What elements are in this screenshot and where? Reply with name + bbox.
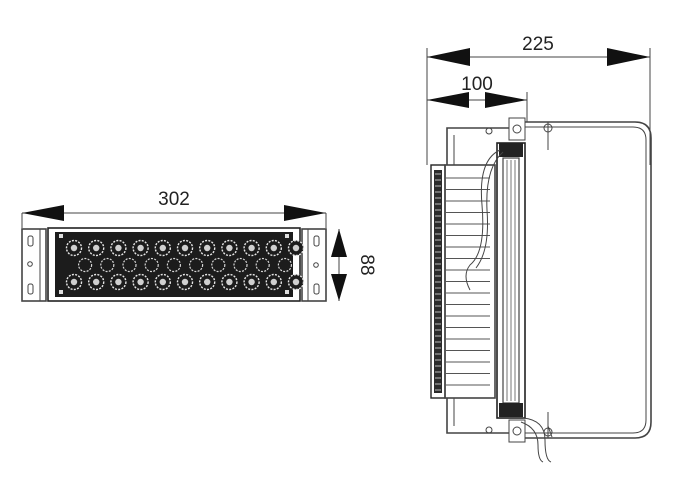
- led-chip: [248, 278, 255, 286]
- led-lens: [77, 257, 93, 273]
- front-width-label: 302: [158, 189, 190, 210]
- power-cable: [522, 417, 552, 463]
- led-lens: [233, 257, 248, 273]
- led-chip: [115, 278, 122, 286]
- led-chip: [159, 244, 166, 252]
- led-chip: [70, 278, 78, 286]
- led-lens: [144, 257, 159, 273]
- led-lens: [211, 257, 226, 273]
- internal-wire: [465, 149, 501, 291]
- right-mounting-bracket: [301, 228, 327, 302]
- front-view: 302 88: [21, 189, 377, 302]
- arrowhead-up: [331, 229, 347, 257]
- led-array: [59, 234, 305, 294]
- front-height-dimension: 88: [331, 229, 377, 301]
- arrowhead-left: [427, 48, 470, 66]
- arrowhead-right: [485, 92, 527, 108]
- led-chip: [93, 278, 100, 286]
- arrowhead-right: [607, 48, 650, 66]
- led-chip: [181, 244, 189, 252]
- led-chip: [159, 278, 166, 286]
- led-chip: [137, 278, 144, 286]
- led-lens: [100, 257, 115, 273]
- led-chip: [270, 244, 277, 252]
- arrowhead-right: [284, 205, 326, 221]
- led-chip: [93, 244, 100, 252]
- panel-screw: [285, 290, 289, 294]
- panel-screw: [59, 234, 63, 238]
- side-total-depth-label: 225: [522, 34, 554, 55]
- bracket-bolts: [485, 117, 553, 443]
- led-chip: [115, 244, 122, 252]
- led-chip: [204, 278, 211, 286]
- led-chip: [270, 278, 277, 286]
- led-chip: [226, 278, 233, 286]
- led-chip: [248, 244, 255, 252]
- led-chip: [226, 244, 233, 252]
- led-lens: [122, 257, 137, 273]
- panel-screw: [59, 290, 63, 294]
- heat-sink-fins: [445, 177, 490, 386]
- panel-screw: [285, 234, 289, 238]
- led-chip: [292, 244, 300, 252]
- front-width-dimension: 302: [21, 189, 327, 228]
- side-view: 225 100: [426, 34, 652, 463]
- side-total-depth-dimension: 225: [426, 34, 651, 165]
- led-lens: [166, 257, 181, 273]
- led-lens: [189, 257, 204, 273]
- arrowhead-left: [22, 205, 64, 221]
- led-chip: [181, 278, 189, 286]
- led-chip: [70, 244, 78, 252]
- front-height-label: 88: [356, 254, 377, 275]
- led-lens: [255, 257, 270, 273]
- side-body-depth-label: 100: [461, 74, 493, 95]
- led-chip: [137, 244, 144, 252]
- side-body-depth-dimension: 100: [427, 74, 528, 122]
- led-lens: [277, 257, 292, 273]
- led-chip: [204, 244, 211, 252]
- left-mounting-bracket: [21, 228, 47, 302]
- arrowhead-left: [427, 92, 469, 108]
- u-mounting-bracket: [525, 121, 652, 439]
- arrowhead-down: [331, 274, 347, 301]
- led-chip: [292, 278, 300, 286]
